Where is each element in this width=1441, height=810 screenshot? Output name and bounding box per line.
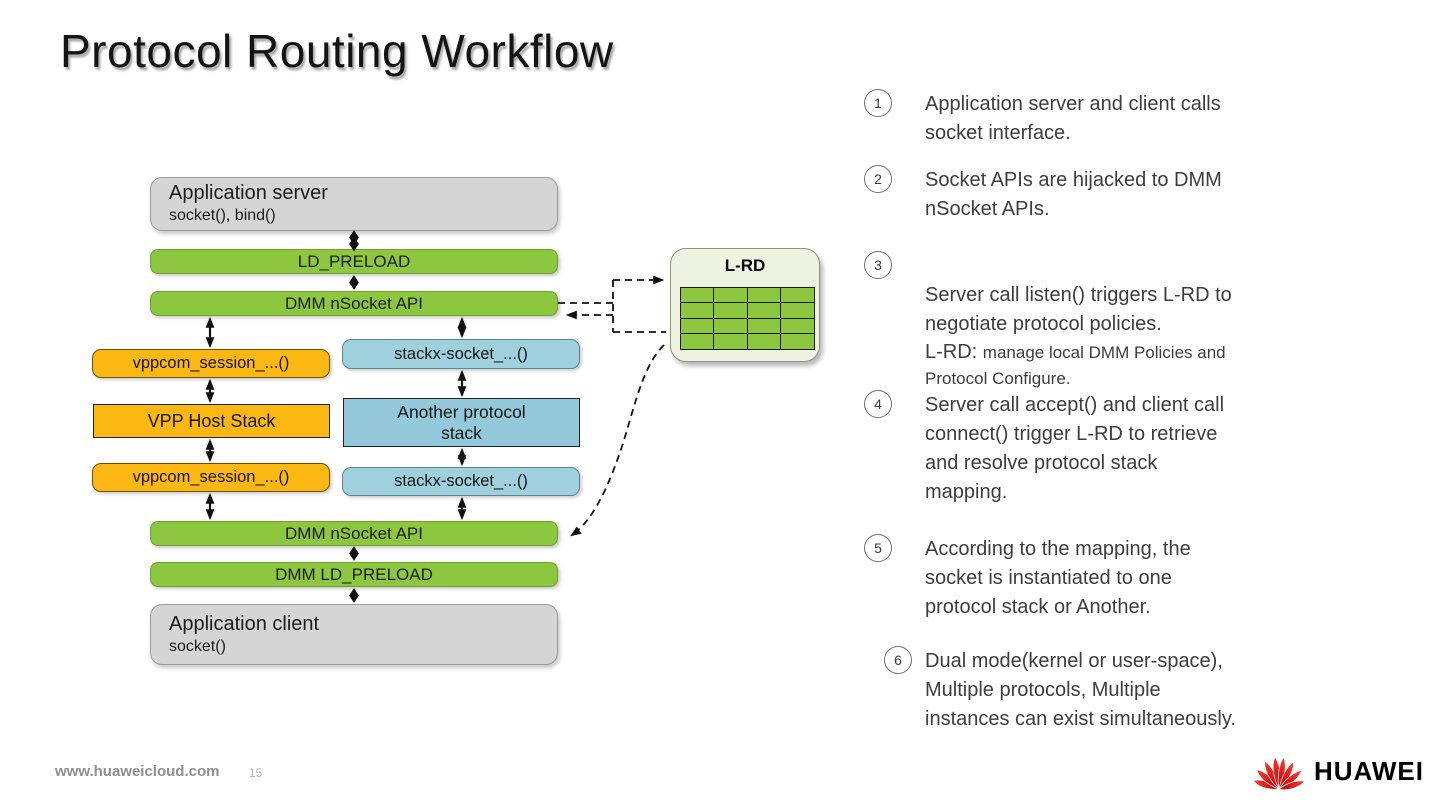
stackx-socket-top-box: stackx-socket_...() [342, 339, 580, 369]
dmm-nsocket-api-bottom-label: DMM nSocket API [285, 523, 423, 543]
another-protocol-stack-label: Another protocol stack [397, 402, 526, 443]
app-client-calls: socket() [169, 637, 226, 655]
dmm-ld-preload-label: DMM LD_PRELOAD [275, 564, 433, 584]
lrd-cell [780, 288, 814, 304]
vpp-host-stack-box: VPP Host Stack [93, 404, 330, 438]
step-6-text: Dual mode(kernel or user-space), Multipl… [925, 650, 1236, 730]
lrd-cell [714, 333, 748, 349]
lrd-cell [780, 333, 814, 349]
vppcom-session-top-label: vppcom_session_...() [132, 354, 290, 373]
step-3-text: Server call listen() triggers L-RD to ne… [925, 252, 1430, 421]
vppcom-session-bottom-box: vppcom_session_...() [92, 463, 330, 492]
step-6-number: 6 [884, 646, 912, 674]
step-5-number: 5 [864, 534, 892, 562]
ld-preload-bar: LD_PRELOAD [150, 249, 558, 274]
lrd-policy-table [680, 287, 815, 350]
app-client-title: Application client [169, 612, 320, 635]
lrd-cell [780, 318, 814, 334]
lrd-cell [747, 288, 781, 304]
step-3-main: Server call listen() triggers L-RD to ne… [925, 284, 1232, 335]
page-number: 15 [249, 766, 263, 780]
step-1-number: 1 [864, 89, 892, 117]
lrd-cell [681, 333, 715, 349]
lrd-cell [681, 303, 715, 319]
stackx-socket-bottom-box: stackx-socket_...() [342, 467, 580, 496]
huawei-flower-icon [1253, 756, 1305, 791]
app-server-box: Application server socket(), bind() [150, 177, 558, 231]
step-4-number: 4 [864, 390, 892, 418]
step-5-text: According to the mapping, the socket is … [925, 538, 1191, 618]
lrd-cell [681, 318, 715, 334]
dmm-nsocket-api-top-label: DMM nSocket API [285, 293, 423, 313]
lrd-cell [714, 288, 748, 304]
step-2-number: 2 [864, 165, 892, 193]
huawei-logo: HUAWEI [1253, 750, 1424, 792]
app-server-title: Application server [169, 182, 328, 205]
vpp-host-stack-label: VPP Host Stack [147, 410, 276, 431]
lrd-cell [747, 318, 781, 334]
ld-preload-label: LD_PRELOAD [297, 251, 411, 271]
vppcom-session-bottom-label: vppcom_session_...() [132, 468, 290, 487]
lrd-cell [714, 318, 748, 334]
page-title: Protocol Routing Workflow [60, 25, 614, 77]
stackx-socket-top-label: stackx-socket_...() [394, 344, 528, 363]
lrd-label: L-RD [724, 256, 766, 275]
lrd-cell [681, 288, 715, 304]
step-3-note-prefix: L-RD: [925, 341, 983, 363]
vppcom-session-top-box: vppcom_session_...() [92, 349, 330, 378]
lrd-cell [747, 333, 781, 349]
step-2-text: Socket APIs are hijacked to DMM nSocket … [925, 169, 1222, 220]
footer-url: www.huaweicloud.com [55, 763, 220, 780]
lrd-box: L-RD [670, 248, 820, 362]
app-client-box: Application client socket() [150, 604, 558, 665]
lrd-cell [714, 303, 748, 319]
step-3-note-text: manage local DMM Policies and Protocol C… [925, 343, 1226, 388]
app-server-calls: socket(), bind() [169, 207, 276, 225]
lrd-cell [747, 303, 781, 319]
step-1-text: Application server and client calls sock… [925, 93, 1221, 144]
stackx-socket-bottom-label: stackx-socket_...() [394, 472, 528, 491]
step-3-number: 3 [864, 251, 892, 279]
step-4-text: Server call accept() and client call con… [925, 394, 1225, 503]
huawei-wordmark: HUAWEI [1314, 755, 1424, 786]
lrd-cell [780, 303, 814, 319]
step-3-note: L-RD: manage local DMM Policies and Prot… [925, 339, 1430, 392]
another-protocol-stack-box: Another protocol stack [343, 398, 580, 447]
dmm-nsocket-api-bottom-bar: DMM nSocket API [150, 521, 558, 546]
dmm-ld-preload-bar: DMM LD_PRELOAD [150, 562, 558, 587]
dmm-nsocket-api-top-bar: DMM nSocket API [150, 291, 558, 316]
